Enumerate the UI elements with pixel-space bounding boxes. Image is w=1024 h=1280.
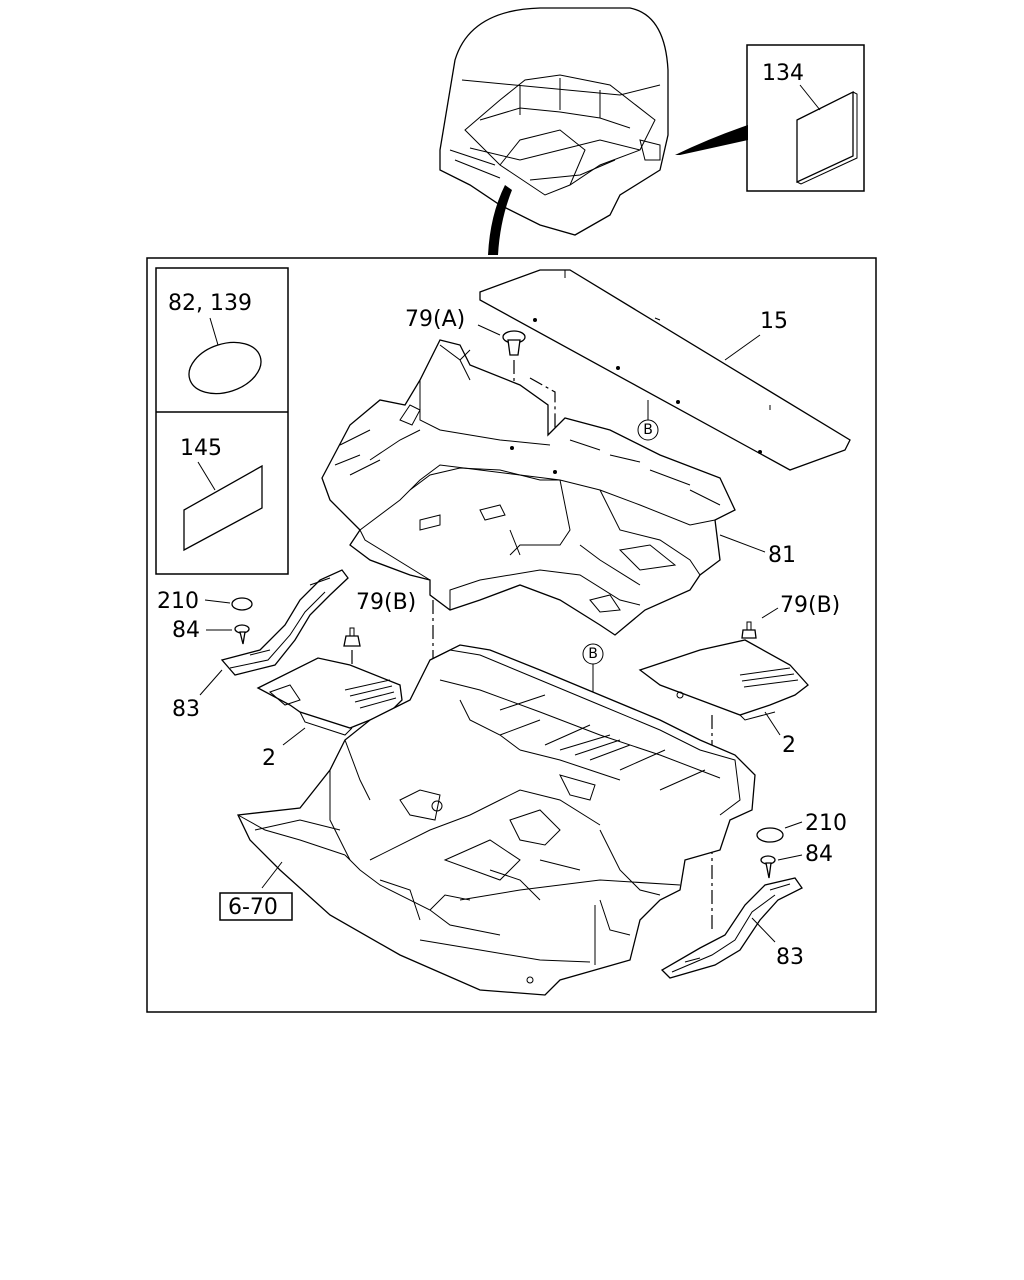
label-83-right: 83: [776, 945, 804, 970]
part-210-left-cap: [231, 597, 253, 611]
label-15: 15: [760, 309, 788, 334]
part-82-139-grommet: [188, 341, 262, 395]
label-210-right: 210: [805, 811, 847, 836]
inset-box: [155, 267, 289, 575]
part-134-box: [746, 44, 865, 192]
label-2-right: 2: [782, 733, 796, 758]
main-frame: [146, 257, 877, 1013]
label-134: 134: [762, 61, 804, 86]
svg-text:B: B: [643, 422, 653, 438]
part-145-pad: [183, 464, 263, 552]
part-134-panel: [796, 90, 858, 185]
label-79b-left: 79(B): [356, 590, 416, 615]
part-83-left-rail: [220, 569, 349, 676]
part-79b-left-clip: [343, 627, 361, 647]
part-84-left-screw: [234, 624, 250, 645]
label-145: 145: [180, 436, 222, 461]
svg-text:B: B: [588, 646, 598, 662]
part-210-right-cap: [756, 827, 784, 843]
pointer-arrow-box134: [675, 125, 748, 155]
label-79a: 79(A): [405, 307, 465, 332]
part-2-left-mat: [256, 657, 403, 736]
ref-6-70-box: [219, 892, 293, 921]
part-79b-right-clip: [741, 621, 757, 639]
label-79b-right: 79(B): [780, 593, 840, 618]
label-83-left: 83: [172, 697, 200, 722]
label-81: 81: [768, 543, 796, 568]
part-15-panel: [479, 269, 851, 471]
floor-panel-6-70: [237, 644, 756, 996]
part-79a-clip: [502, 330, 526, 356]
label-82-139: 82, 139: [168, 291, 252, 316]
part-84-right-screw: [760, 855, 776, 879]
label-2-left: 2: [262, 746, 276, 771]
part-2-right-mat: [638, 639, 809, 721]
part-81-floor-mat: [321, 339, 736, 636]
label-210-left: 210: [157, 589, 199, 614]
label-84-right: 84: [805, 842, 833, 867]
part-83-right-rail: [660, 877, 803, 979]
label-84-left: 84: [172, 618, 200, 643]
label-6-70: 6-70: [228, 895, 278, 920]
pointer-arrow-main: [488, 185, 512, 255]
cab-overview: [439, 7, 669, 236]
